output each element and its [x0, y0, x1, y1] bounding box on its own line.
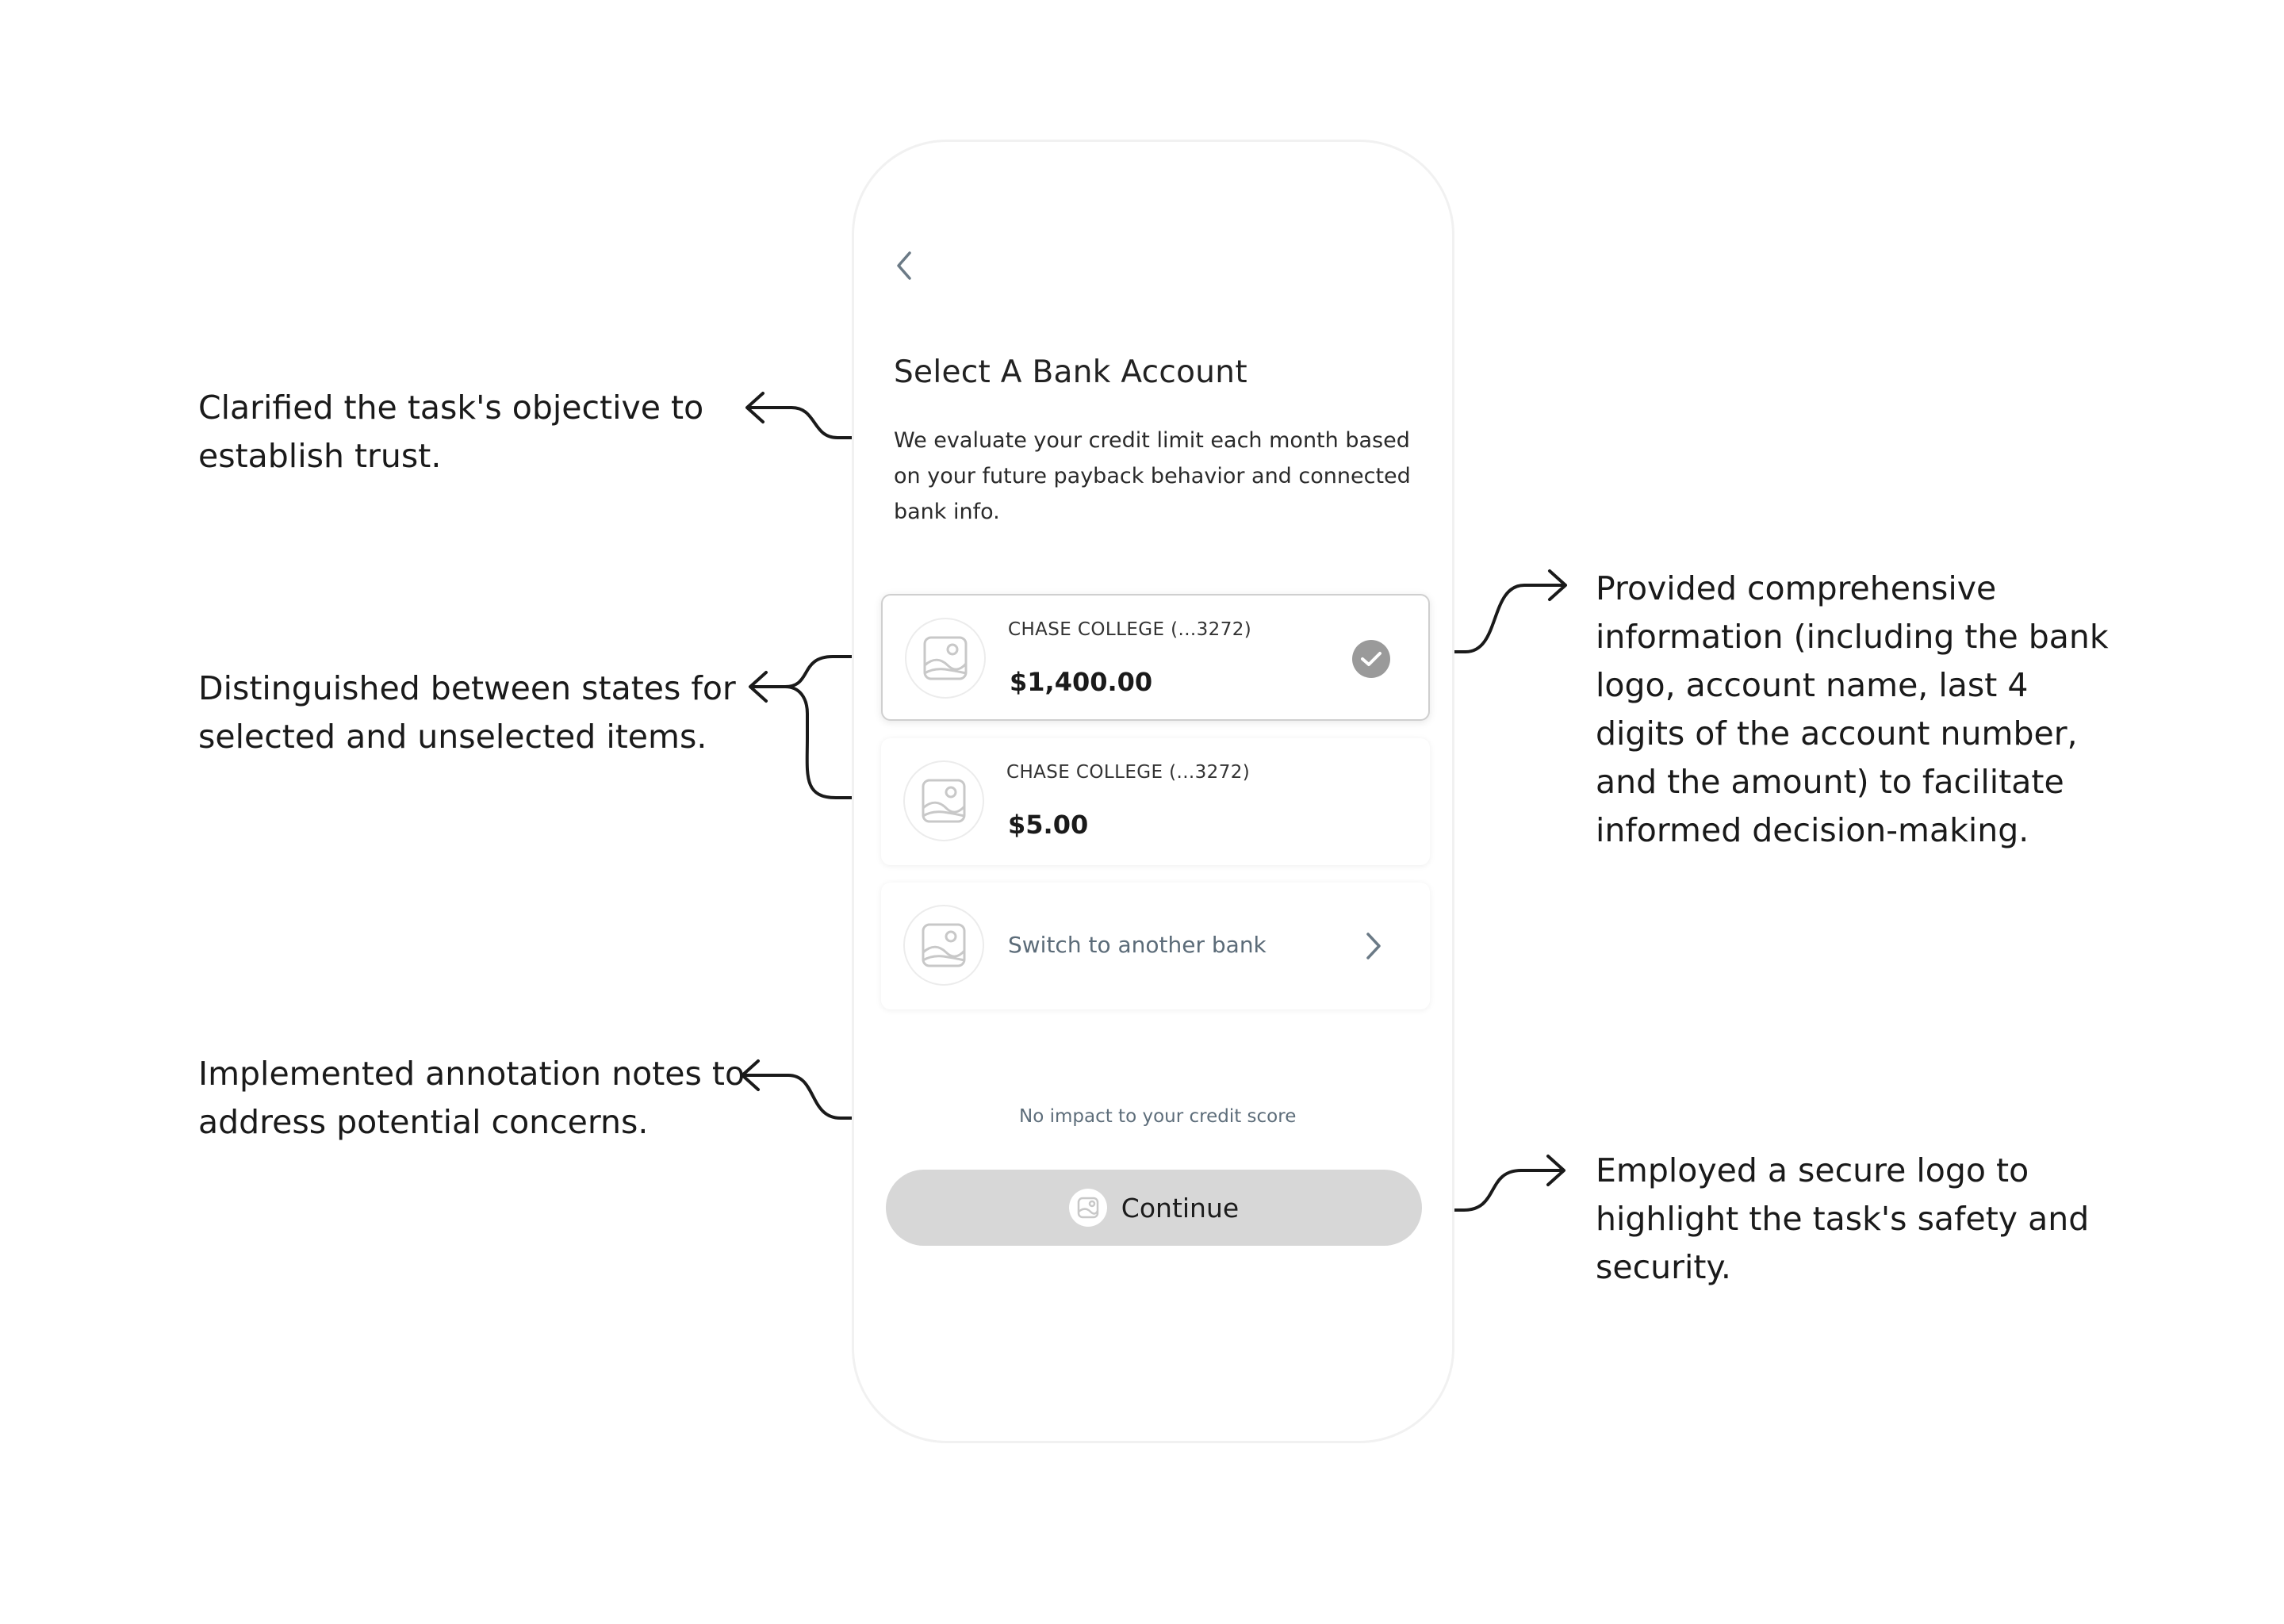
connector-secure-arrowhead: [1546, 1155, 1565, 1186]
account-name: CHASE COLLEGE (...3272): [1008, 619, 1252, 640]
checkmark-icon: [1352, 640, 1390, 678]
image-placeholder-icon: [923, 636, 968, 680]
credit-score-note: No impact to your credit score: [1019, 1106, 1297, 1127]
switch-bank-label: Switch to another bank: [1008, 932, 1267, 958]
account-amount: $5.00: [1008, 810, 1089, 840]
account-name: CHASE COLLEGE (...3272): [1006, 762, 1251, 783]
secure-logo-icon: [1068, 1189, 1107, 1227]
annotation-concerns: Implemented annotation notes to address …: [198, 1055, 745, 1141]
switch-bank-row[interactable]: Switch to another bank: [881, 883, 1430, 1009]
bank-logo: [903, 905, 984, 986]
connector-comprehensive-arrowhead: [1548, 569, 1567, 601]
annotation-states: Distinguished between states for selecte…: [198, 669, 736, 756]
image-placeholder-icon: [922, 923, 966, 967]
chevron-right-icon: [1362, 929, 1385, 963]
page-title: Select A Bank Account: [894, 354, 1247, 390]
bank-logo: [903, 760, 984, 841]
account-amount: $1,400.00: [1010, 667, 1153, 697]
annotation-secure-logo: Employed a secure logo to highlight the …: [1596, 1151, 2090, 1286]
annotation-objective: Clarified the task's objective to establ…: [198, 389, 704, 475]
account-card-selected[interactable]: CHASE COLLEGE (...3272) $1,400.00: [881, 594, 1430, 721]
chevron-left-icon: [897, 251, 911, 280]
continue-label: Continue: [1121, 1192, 1240, 1224]
back-button[interactable]: [884, 243, 924, 288]
continue-button[interactable]: Continue: [886, 1170, 1422, 1246]
image-placeholder-icon: [922, 779, 966, 823]
phone-frame: Select A Bank Account We evaluate your c…: [852, 140, 1454, 1443]
page-subtitle: We evaluate your credit limit each month…: [894, 428, 1411, 524]
bank-logo: [905, 618, 986, 699]
account-card-unselected[interactable]: CHASE COLLEGE (...3272) $5.00: [881, 738, 1430, 865]
annotation-comprehensive-info: Provided comprehensive information (incl…: [1596, 569, 2109, 849]
